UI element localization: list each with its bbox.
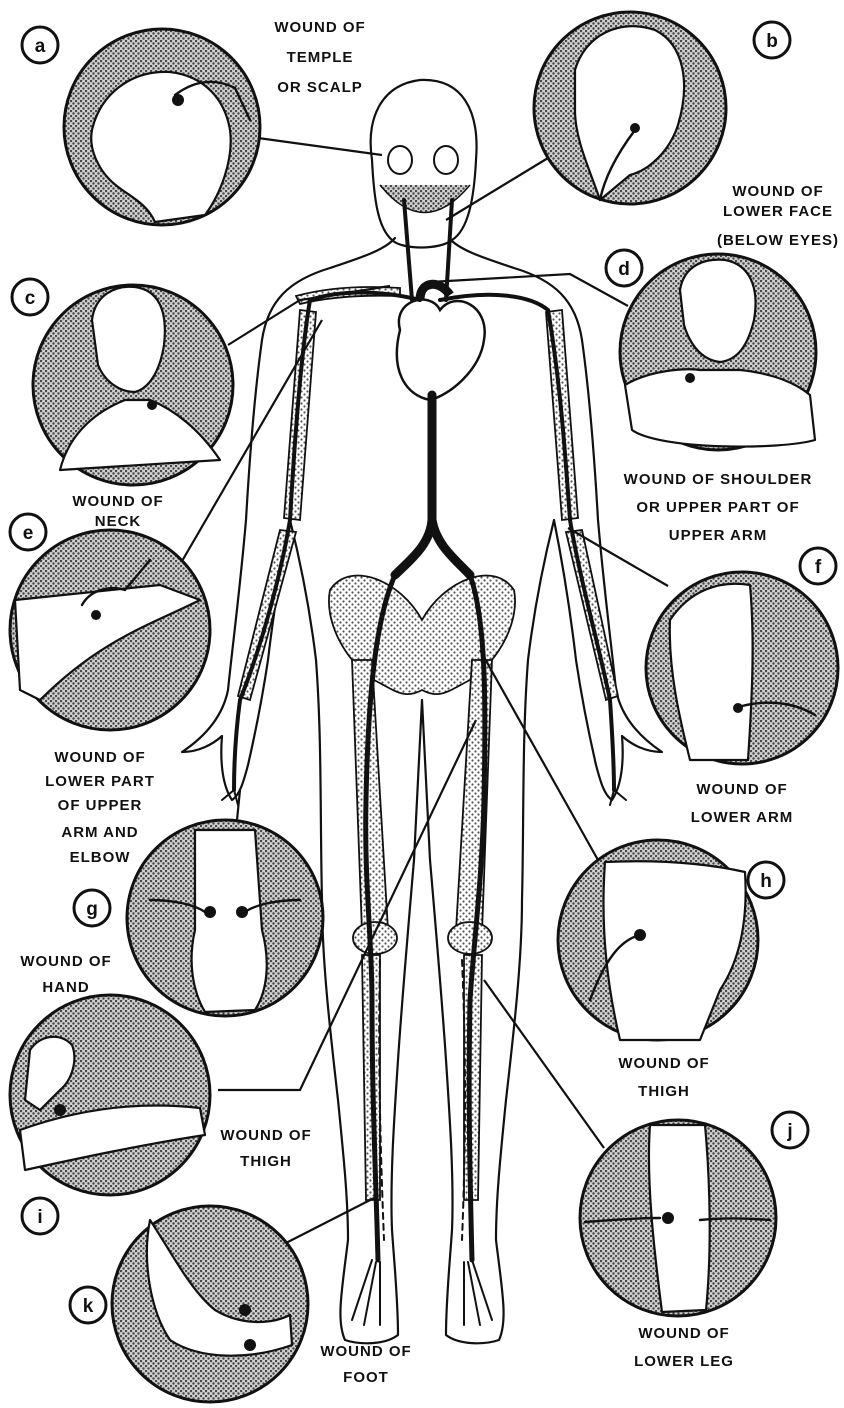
inset-h: h — [558, 840, 784, 1040]
pressure-point — [630, 123, 640, 133]
inset-f: f — [646, 548, 838, 764]
caption-line: UPPER ARM — [669, 527, 767, 544]
inset-letter: h — [760, 871, 772, 892]
caption-line: WOUND OF — [72, 493, 163, 510]
inset-letter: f — [815, 557, 822, 578]
inset-letter: d — [618, 259, 630, 280]
leader-line-k — [282, 1196, 378, 1245]
caption-line: OF UPPER — [58, 797, 143, 814]
inset-letter: e — [23, 523, 34, 544]
inset-letter: i — [37, 1207, 42, 1228]
inset-k: k — [70, 1206, 308, 1402]
caption-line: THIGH — [638, 1083, 690, 1100]
pressure-point — [91, 610, 101, 620]
inset-i: i — [10, 995, 210, 1234]
caption-line: WOUND OF — [732, 183, 823, 200]
inset-c: c — [12, 279, 233, 485]
caption-line: NECK — [95, 513, 142, 530]
head-outline — [371, 80, 477, 248]
pressure-point — [685, 373, 695, 383]
heart — [397, 300, 485, 400]
caption-line: WOUND OF — [220, 1127, 311, 1144]
caption-line: TEMPLE — [287, 49, 354, 66]
pressure-point — [204, 906, 216, 918]
caption-line: OR UPPER PART OF — [636, 499, 799, 516]
caption-line: THIGH — [240, 1153, 292, 1170]
leader-line-a — [258, 138, 382, 155]
pressure-point — [172, 94, 184, 106]
inset-letter: j — [786, 1121, 792, 1142]
eye-socket — [388, 146, 412, 174]
caption-line: FOOT — [343, 1369, 389, 1386]
jaw — [380, 185, 470, 213]
humerus — [284, 310, 316, 520]
pressure-point — [147, 400, 157, 410]
caption-line: (BELOW EYES) — [717, 232, 839, 249]
caption-line: LOWER ARM — [691, 809, 794, 826]
inset-e: e — [10, 514, 210, 730]
caption-line: OR SCALP — [277, 79, 363, 96]
pressure-point — [733, 703, 743, 713]
wrist-sketch — [192, 830, 267, 1012]
inset-letter: g — [86, 899, 98, 920]
caption-line: WOUND OF — [638, 1325, 729, 1342]
caption-line: WOUND OF — [696, 781, 787, 798]
pressure-point — [239, 1304, 251, 1316]
caption-line: ARM AND — [61, 824, 138, 841]
inset-a: a — [22, 27, 260, 225]
caption-line: WOUND OF — [20, 953, 111, 970]
knee — [353, 922, 397, 954]
eye-socket — [434, 146, 458, 174]
caption-line: LOWER LEG — [634, 1353, 734, 1370]
knee — [448, 922, 492, 954]
pressure-point — [662, 1212, 674, 1224]
inset-letter: c — [25, 288, 36, 309]
inset-letter: k — [83, 1296, 94, 1317]
caption-line: LOWER FACE — [723, 203, 833, 220]
caption-line: WOUND OF SHOULDER — [624, 471, 813, 488]
inset-j: j — [580, 1112, 808, 1316]
caption-line: HAND — [42, 979, 89, 996]
inset-b: b — [534, 12, 790, 204]
caption-line: WOUND OF — [320, 1343, 411, 1360]
inset-letter: a — [35, 36, 46, 57]
caption-line: WOUND OF — [274, 19, 365, 36]
caption-line: WOUND OF — [54, 749, 145, 766]
caption-line: LOWER PART — [45, 773, 155, 790]
caption-line: WOUND OF — [618, 1055, 709, 1072]
pressure-point — [236, 906, 248, 918]
inset-circle — [112, 1206, 308, 1402]
inset-d: d — [606, 250, 816, 450]
pressure-point — [634, 929, 646, 941]
pressure-point — [54, 1104, 66, 1116]
pressure-point — [244, 1339, 256, 1351]
inset-letter: b — [766, 31, 778, 52]
caption-line: ELBOW — [70, 849, 131, 866]
shoulders-sketch — [625, 369, 815, 446]
